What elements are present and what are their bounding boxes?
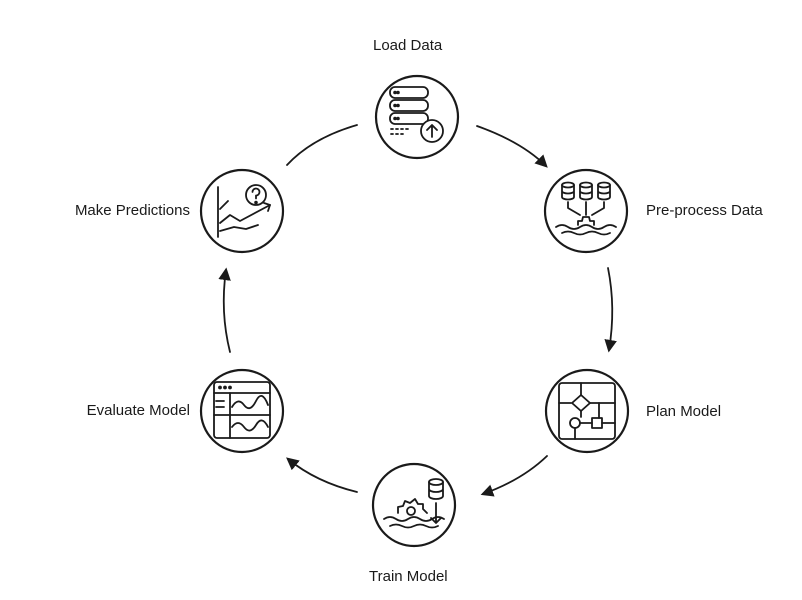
stage-preprocess-data (543, 168, 629, 254)
chart-window-icon (213, 381, 271, 439)
arrow-evaluate-to-predictions (218, 267, 231, 353)
arrow-train-to-evaluate (286, 457, 358, 493)
gear-database-icon (383, 478, 445, 529)
server-upload-icon (389, 86, 444, 143)
stage-train-model (371, 462, 457, 548)
arrow-load-to-preprocess (476, 125, 548, 168)
stage-label-plan-model: Plan Model (646, 403, 722, 420)
trend-question-icon (217, 184, 271, 238)
stage-plan-model (544, 368, 630, 454)
stage-evaluate-model (199, 368, 285, 454)
stage-label-preprocess-data: Pre-process Data (646, 202, 763, 219)
stage-make-predictions (199, 168, 285, 254)
flowchart-icon (558, 382, 616, 440)
arrow-plan-to-train (480, 455, 548, 497)
stage-label-evaluate-model: Evaluate Model (86, 402, 190, 419)
arrow-preprocess-to-plan (604, 267, 617, 353)
stage-label-load-data: Load Data (373, 37, 443, 54)
arrow-predictions-to-load (286, 124, 358, 166)
stage-load-data (374, 74, 460, 160)
stage-label-make-predictions: Make Predictions (74, 202, 190, 219)
stage-label-train-model: Train Model (369, 568, 448, 585)
databases-gear-icon (555, 181, 617, 236)
